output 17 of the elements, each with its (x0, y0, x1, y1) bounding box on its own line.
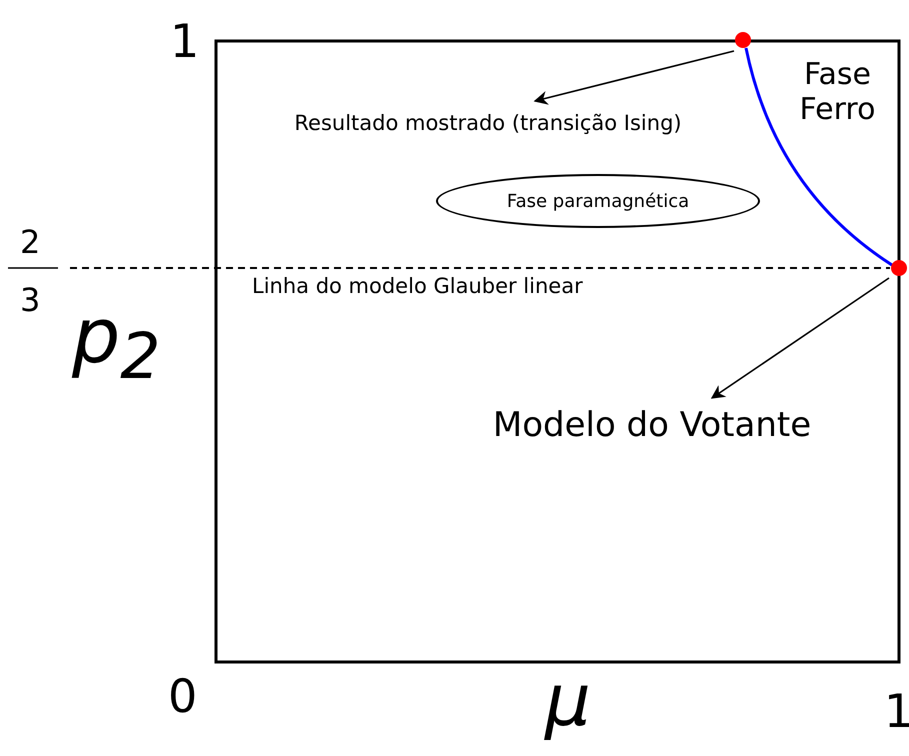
axis-tick-label: 1 (170, 18, 200, 64)
axis-tick-label: 1 (884, 688, 909, 734)
annotation-text: Modelo do Votante (492, 405, 812, 445)
annotation-text: Linha do modelo Glauber linear (252, 276, 583, 297)
fraction-denominator: 3 (20, 284, 40, 316)
arrow (534, 50, 734, 105)
point-marker (891, 260, 907, 276)
axis-tick-label: 0 (168, 673, 198, 719)
fraction-numerator: 2 (20, 226, 40, 258)
axis-title: p$_{2}$ (72, 298, 161, 389)
phase-ellipse (436, 174, 760, 228)
annotation-text: Resultado mostrado (transição Ising) (294, 111, 682, 135)
phase-boundary-curve (744, 48, 893, 266)
phase-label: Fase paramagnética (506, 190, 690, 212)
point-marker (735, 32, 751, 48)
arrow (710, 277, 890, 399)
region-label: Fase Ferro (798, 58, 876, 127)
